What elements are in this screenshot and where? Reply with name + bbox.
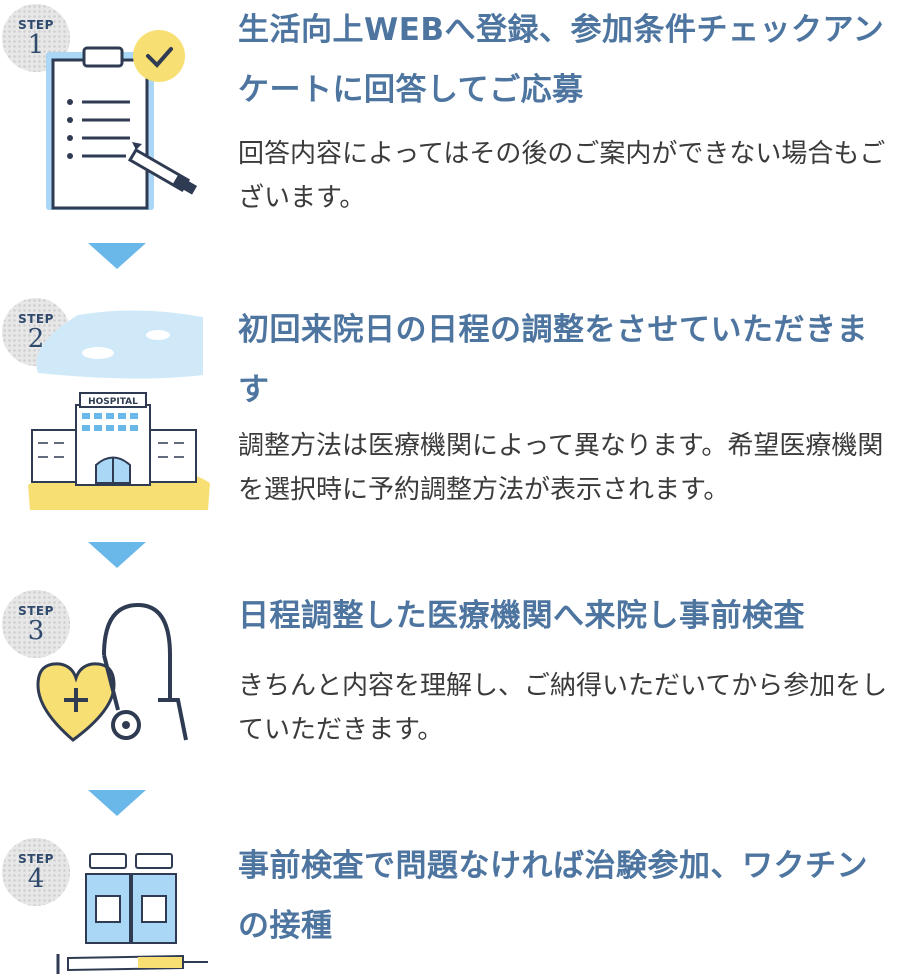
step-badge: STEP 3 <box>2 590 70 658</box>
step-title: 生活向上WEBへ登録、参加条件チェックアンケートに回答してご応募 <box>238 12 885 108</box>
down-arrow-icon <box>88 243 146 269</box>
step-title: 初回来院日の日程の調整をさせていただきます <box>238 312 868 408</box>
vaccine-vials-syringe-icon <box>56 853 208 974</box>
step-title: 事前検査で問題なければ治験参加、ワクチンの接種 <box>238 848 868 944</box>
step-label: STEP <box>18 18 54 32</box>
down-arrow-icon <box>88 542 146 568</box>
step-number: 1 <box>27 30 45 60</box>
step-number: 3 <box>27 616 45 646</box>
step-description: きちんと内容を理解し、ご納得いただいてから参加をしていただきます。 <box>238 671 888 745</box>
step-label: STEP <box>18 312 54 326</box>
step-label: STEP <box>18 852 54 866</box>
down-arrow-icon <box>88 790 146 816</box>
step-number: 2 <box>27 324 45 354</box>
step-badge: STEP 1 <box>2 4 70 72</box>
clipboard-checklist-icon <box>46 30 198 210</box>
step-title: 日程調整した医療機関へ来院し事前検査 <box>238 598 805 634</box>
hospital-sign-text: HOSPITAL <box>88 397 138 407</box>
step-number: 4 <box>27 864 45 894</box>
step-description: 回答内容によってはその後のご案内ができない場合もございます。 <box>238 139 886 213</box>
step-description: 調整方法は医療機関によって異なります。希望医療機関を選択時に予約調整方法が表示さ… <box>238 431 884 505</box>
stethoscope-heart-icon <box>36 602 188 742</box>
step-badge: STEP 4 <box>2 838 70 906</box>
step-label: STEP <box>18 604 54 618</box>
hospital-icon: HOSPITAL <box>28 310 210 510</box>
